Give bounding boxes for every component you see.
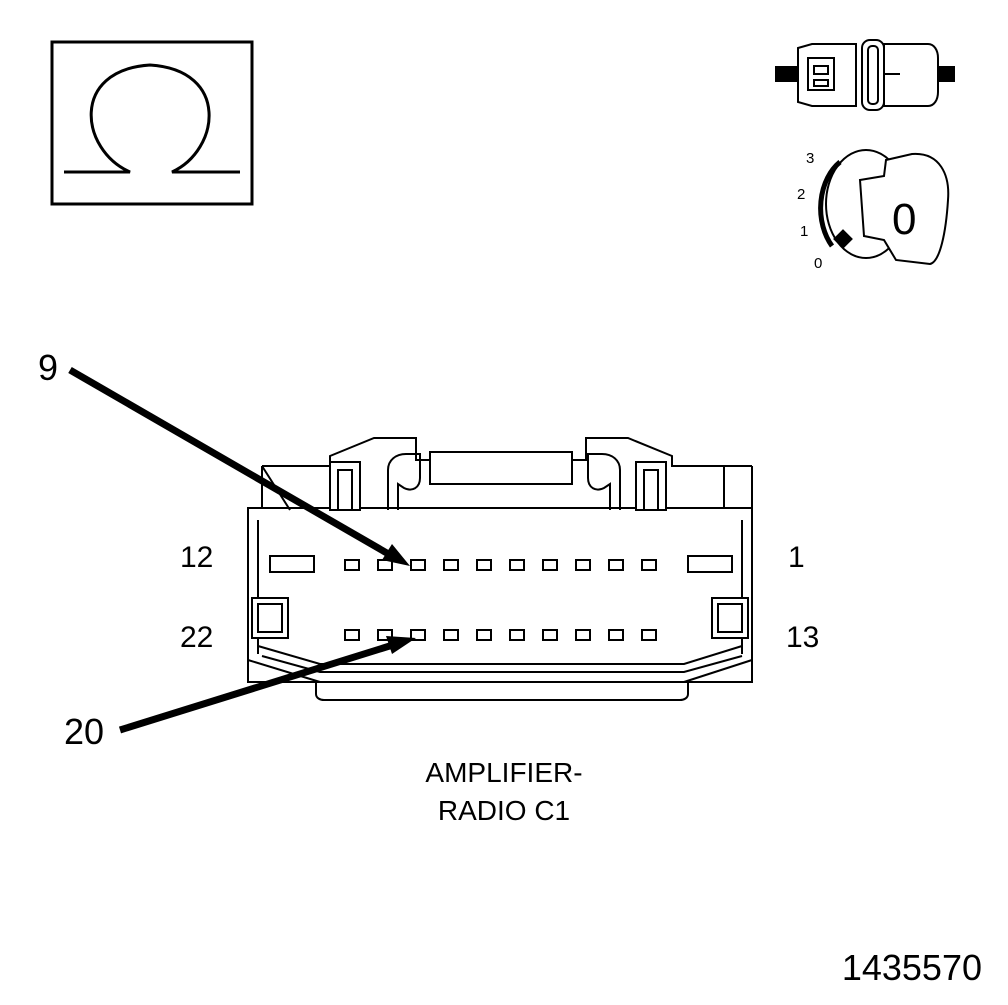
pin-bottom-cavity	[575, 629, 591, 641]
ignition-position-3: 3	[806, 150, 814, 167]
pin-bottom-cavity	[542, 629, 558, 641]
pin-bottom-cavity	[377, 629, 393, 641]
callout-pin-9: 9	[38, 347, 58, 388]
ignition-position-1: 1	[800, 223, 808, 240]
pin-top-cavity	[608, 559, 624, 571]
pin-bottom-cavity	[641, 629, 657, 641]
ignition-key-label: 0	[892, 195, 916, 244]
pin-bottom-cavity	[410, 629, 426, 641]
pin-top-cavity	[410, 559, 426, 571]
pin-top-cavity	[476, 559, 492, 571]
pin-top-cavity	[344, 559, 360, 571]
ignition-key-icon: 3 2 1 0 0	[797, 149, 950, 272]
connector-disconnected-icon	[775, 39, 955, 111]
pin-bottom-cavity	[443, 629, 459, 641]
pin-bottom-cavity	[476, 629, 492, 641]
connector-body	[247, 437, 753, 701]
callout-pin-20: 20	[64, 711, 104, 752]
pin-bottom-cavity	[608, 629, 624, 641]
ignition-position-0: 0	[814, 255, 822, 272]
pin-label-12: 12	[180, 541, 213, 574]
pin-cavities-bottom	[344, 629, 657, 641]
pin-cavities-top	[344, 559, 657, 571]
pin-top-cavity	[542, 559, 558, 571]
pin-top-cavity	[509, 559, 525, 571]
ohm-icon	[50, 40, 254, 206]
callout-arrow-pin-20	[118, 636, 416, 734]
pin-top-cavity	[575, 559, 591, 571]
caption-line-1: AMPLIFIER-	[425, 757, 582, 788]
caption-line-2: RADIO C1	[438, 795, 570, 826]
pin-label-13: 13	[786, 621, 819, 654]
pin-label-22: 22	[180, 621, 213, 654]
pin-top-cavity	[641, 559, 657, 571]
pin-label-1: 1	[788, 541, 805, 574]
callout-arrow-pin-9	[68, 366, 410, 566]
pin-bottom-cavity	[509, 629, 525, 641]
ignition-position-2: 2	[797, 186, 805, 203]
pin-row-top	[269, 555, 733, 573]
pin-bottom-cavity	[344, 629, 360, 641]
figure-id: 1435570	[842, 947, 982, 988]
pin-top-cavity	[443, 559, 459, 571]
